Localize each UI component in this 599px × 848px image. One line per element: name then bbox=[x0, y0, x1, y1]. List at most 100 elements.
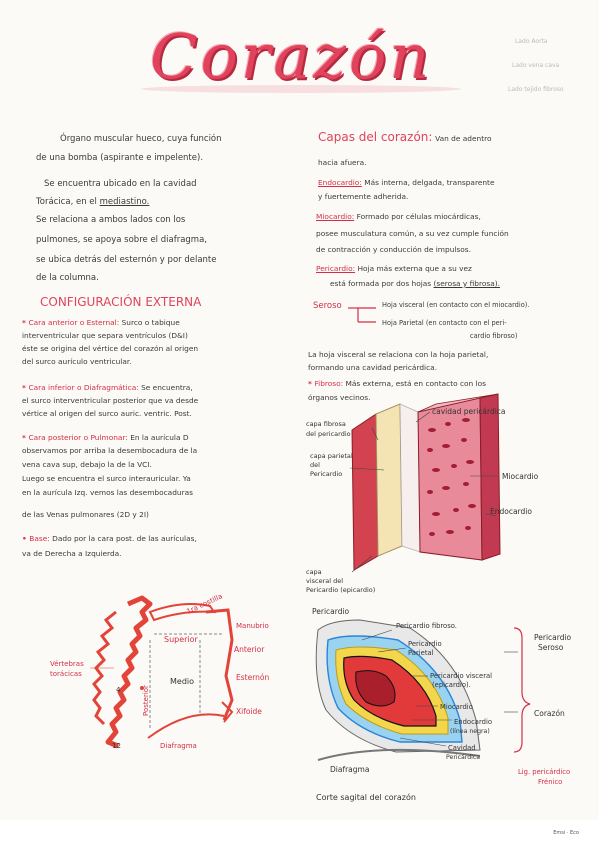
xifoide-label: Xifoide bbox=[236, 707, 262, 716]
intro-line: de una bomba (aspirante e impelente). bbox=[36, 153, 204, 163]
endocardium-shape bbox=[479, 393, 501, 561]
mio-title: Miocardio: bbox=[316, 212, 355, 221]
capa-visceral-label: Pericardio (epicardio) bbox=[306, 586, 375, 594]
inferior-line: * Cara inferior o Diafragmática: Se encu… bbox=[22, 383, 193, 393]
miocardio-sagittal-label: Miocardio bbox=[440, 703, 473, 711]
base-line: • Base: Dado por la cara post. de las au… bbox=[22, 534, 197, 544]
heart-chamber-shape bbox=[355, 670, 396, 707]
capa-fibrosa-label: capa fibrosa bbox=[306, 420, 346, 428]
inferior-line: el surco interventricular posterior que … bbox=[22, 396, 199, 405]
intro-line: Torácica, en el mediastino. bbox=[36, 196, 149, 208]
vertebras-label: Vértebras bbox=[50, 660, 84, 668]
mio-line: posee musculatura común, a su vez cumple… bbox=[316, 229, 509, 238]
posterior-line: Luego se encuentra el surco interauricul… bbox=[22, 474, 191, 483]
leader-line bbox=[349, 467, 385, 471]
peri-line: está formada por dos hojas (serosa y fib… bbox=[330, 279, 500, 289]
diafragma-sagittal-label: Diafragma bbox=[330, 765, 369, 774]
posterior-line: observamos por arriba la desembocadura d… bbox=[22, 446, 198, 455]
bullet-dot: • bbox=[22, 534, 30, 543]
bullet-star: * bbox=[22, 433, 29, 442]
mio-line: de contracción y conducción de impulsos. bbox=[316, 245, 472, 254]
fibrous-layer-shape bbox=[351, 413, 379, 571]
leader-line bbox=[399, 737, 447, 747]
fibroso-title: Fibroso: bbox=[314, 379, 344, 388]
inferior-text: Se encuentra, bbox=[141, 383, 193, 392]
endocardio-sagittal-label: (línea negra) bbox=[450, 727, 490, 735]
intro-line: Se relaciona a ambos lados con los bbox=[36, 215, 186, 225]
peri-line: Pericardio: Hoja más externa que a su ve… bbox=[316, 264, 472, 274]
parietal-layer-shape bbox=[375, 403, 403, 557]
capa-visceral-label: visceral del bbox=[306, 577, 343, 585]
peri-text: Hoja más externa que a su vez bbox=[357, 264, 472, 273]
capas-heading-line: Capas del corazón: Van de adentro bbox=[318, 131, 492, 145]
side-note: Lado Aorta bbox=[515, 38, 548, 45]
pericardio-visceral-label: (epicardio). bbox=[432, 681, 471, 689]
intro-line: Se encuentra ubicado en la cavidad bbox=[44, 179, 197, 189]
peri-text-underlined: (serosa y fibrosa). bbox=[433, 279, 501, 288]
capas-heading-rest: Van de adentro bbox=[435, 134, 492, 143]
capa-visceral-label: capa bbox=[306, 568, 322, 576]
pericardio-parietal-label: Pericardio bbox=[408, 640, 442, 648]
endocardio-sagittal-label: Endocardio bbox=[454, 718, 492, 726]
endo-title: Endocardio: bbox=[318, 178, 362, 187]
inferior-line: vértice al origen del surco auric. ventr… bbox=[22, 409, 192, 418]
seroso-bracket bbox=[357, 307, 376, 323]
intro-line: de la columna. bbox=[36, 273, 99, 283]
base-title: Base: bbox=[29, 534, 50, 543]
page-bottom-strip bbox=[0, 820, 599, 848]
mediastino-term: mediastino. bbox=[99, 197, 150, 207]
fibroso-text: Más externa, está en contacto con los bbox=[345, 379, 487, 388]
base-text: Dado por la cara post. de las aurículas, bbox=[52, 534, 197, 543]
cavidad-label: cavidad pericárdica bbox=[432, 407, 506, 416]
endo-line: y fuertemente adherida. bbox=[318, 192, 409, 201]
diaphragm-shape bbox=[147, 713, 225, 739]
intro-line: Órgano muscular hueco, cuya función bbox=[60, 134, 222, 144]
capas-line: hacia afuera. bbox=[318, 158, 367, 167]
vertebras-label: torácicas bbox=[50, 670, 82, 678]
capas-heading: Capas del corazón: bbox=[318, 130, 433, 144]
capa-parietal-label: Pericardio bbox=[310, 470, 342, 478]
pericardio-fibroso-label: Pericardio fibroso. bbox=[396, 622, 457, 630]
posterior-line: en la aurícula Izq. vemos las desembocad… bbox=[22, 488, 194, 497]
pericardio-seroso-label: Pericardio bbox=[534, 633, 572, 642]
pericardio-label: Pericardio bbox=[312, 607, 350, 616]
seroso-title: Seroso bbox=[313, 300, 342, 312]
miocardio-label: Miocardio bbox=[502, 472, 539, 481]
posterior-line: de las Venas pulmonares (2D y 2I) bbox=[22, 510, 149, 519]
base-line: va de Derecha a Izquierda. bbox=[22, 549, 122, 558]
superior-label: Superior bbox=[164, 635, 199, 644]
medio-label: Medio bbox=[170, 677, 194, 686]
seroso-visceral: Hoja visceral (en contacto con el miocar… bbox=[382, 301, 530, 309]
peri-text: está formada por dos hojas bbox=[330, 279, 432, 288]
bullet-star: * bbox=[22, 383, 29, 392]
sagittal-diagram bbox=[315, 619, 481, 761]
posterior-label: Posterior bbox=[142, 685, 150, 716]
rib-dot bbox=[140, 686, 144, 690]
muscle-dots bbox=[427, 418, 476, 536]
config-heading: CONFIGURACIÓN EXTERNA bbox=[40, 295, 202, 309]
leader-line bbox=[361, 629, 393, 641]
capa-parietal-label: del bbox=[310, 461, 320, 469]
intro-line: se ubica detrás del esternón y por delan… bbox=[36, 255, 217, 265]
seroso-parietal: Hoja Parietal (en contacto con el peri- bbox=[382, 319, 507, 327]
fibroso-line: * Fibroso: Más externa, está en contacto… bbox=[308, 379, 486, 389]
vertebra-number: 4 bbox=[116, 686, 121, 694]
anterior-label: Anterior bbox=[234, 645, 265, 654]
cavidad-sagittal-label: Cavidad bbox=[448, 744, 476, 752]
pericardio-seroso-label: Seroso bbox=[538, 643, 564, 652]
heart-wall-diagram bbox=[351, 393, 501, 571]
anterior-line: éste se origina del vértice del corazón … bbox=[22, 344, 199, 353]
anterior-line: interventricular que separa ventrículos … bbox=[22, 331, 188, 340]
bullet-star: * bbox=[308, 379, 315, 388]
footer-note: Emsi · Eco bbox=[553, 830, 579, 836]
endo-text: Más interna, delgada, transparente bbox=[364, 178, 495, 187]
cavity-shape bbox=[399, 403, 421, 553]
myocardium-shape bbox=[417, 397, 483, 561]
corazon-label: Corazón bbox=[534, 709, 565, 718]
intro-line: pulmones, se apoya sobre el diafragma, bbox=[36, 235, 207, 245]
page-title: Corazón bbox=[150, 20, 433, 93]
notebook-page bbox=[0, 0, 599, 820]
title-shadow bbox=[141, 85, 461, 93]
pericardio-visceral-label: Pericardio visceral bbox=[430, 672, 492, 680]
